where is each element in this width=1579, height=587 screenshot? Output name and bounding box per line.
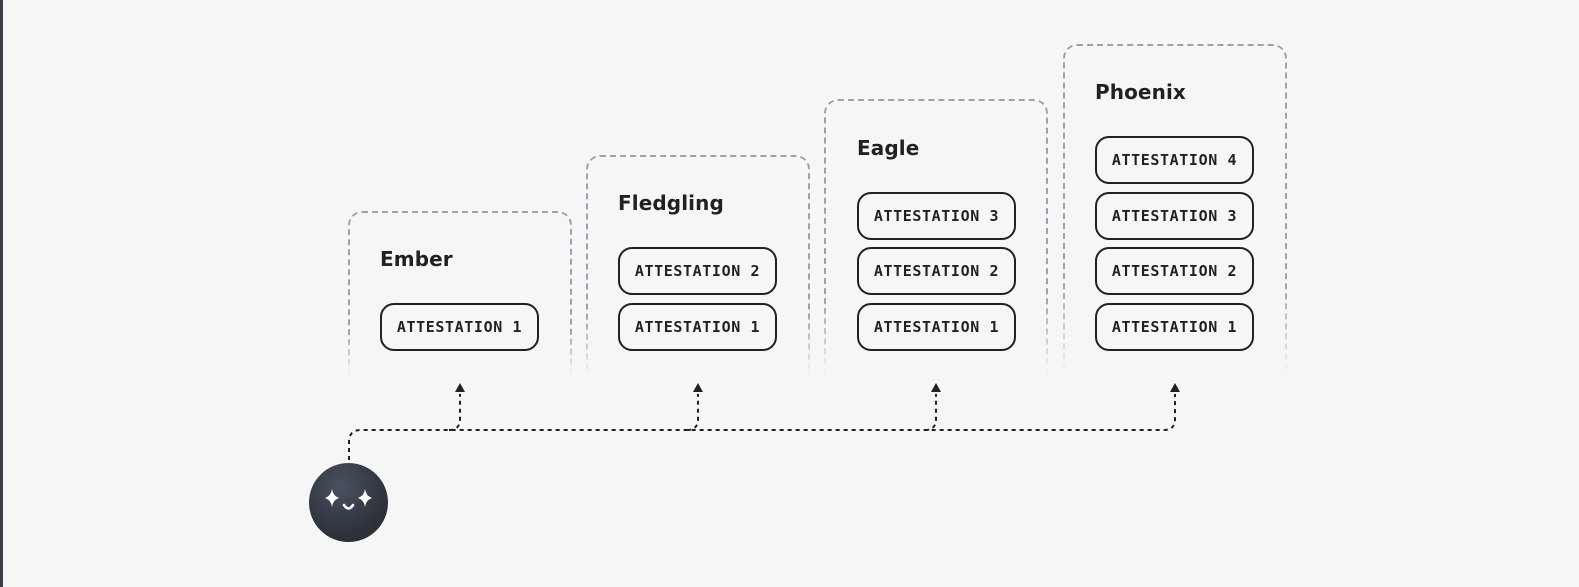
tier-title-eagle: Eagle <box>857 136 920 160</box>
left-edge-rule <box>0 0 3 587</box>
attestation-pill: ATTESTATION 2 <box>857 247 1016 295</box>
arrow-up-icon <box>693 383 703 392</box>
connector-branch-ember <box>448 394 461 431</box>
attestation-pill: ATTESTATION 2 <box>618 247 777 295</box>
connector-main-line <box>348 394 1176 476</box>
smile-mouth-icon <box>342 503 355 510</box>
connector-branch-eagle <box>924 394 937 431</box>
attestation-pill: ATTESTATION 2 <box>1095 247 1254 295</box>
tier-eagle <box>824 99 1048 376</box>
attestation-pill: ATTESTATION 3 <box>857 192 1016 240</box>
tier-ember <box>348 211 572 376</box>
attestation-pill: ATTESTATION 1 <box>1095 303 1254 351</box>
sparkle-left-eye-icon <box>325 489 339 507</box>
sparkle-right-eye-icon <box>358 489 372 507</box>
tier-title-fledgling: Fledgling <box>618 191 724 215</box>
arrow-up-icon <box>1170 383 1180 392</box>
attestation-pill: ATTESTATION 3 <box>1095 192 1254 240</box>
arrow-up-icon <box>931 383 941 392</box>
arrow-up-icon <box>455 383 465 392</box>
attestation-pill: ATTESTATION 1 <box>618 303 777 351</box>
tier-phoenix <box>1063 44 1287 376</box>
attestation-pill: ATTESTATION 1 <box>380 303 539 351</box>
attestation-pill: ATTESTATION 1 <box>857 303 1016 351</box>
attestation-pill: ATTESTATION 4 <box>1095 136 1254 184</box>
tier-fledgling <box>586 155 810 376</box>
tier-title-ember: Ember <box>380 247 453 271</box>
sparkle-eyes-smiley-icon <box>309 463 388 542</box>
connector-branch-fledgling <box>686 394 699 431</box>
tier-title-phoenix: Phoenix <box>1095 80 1186 104</box>
